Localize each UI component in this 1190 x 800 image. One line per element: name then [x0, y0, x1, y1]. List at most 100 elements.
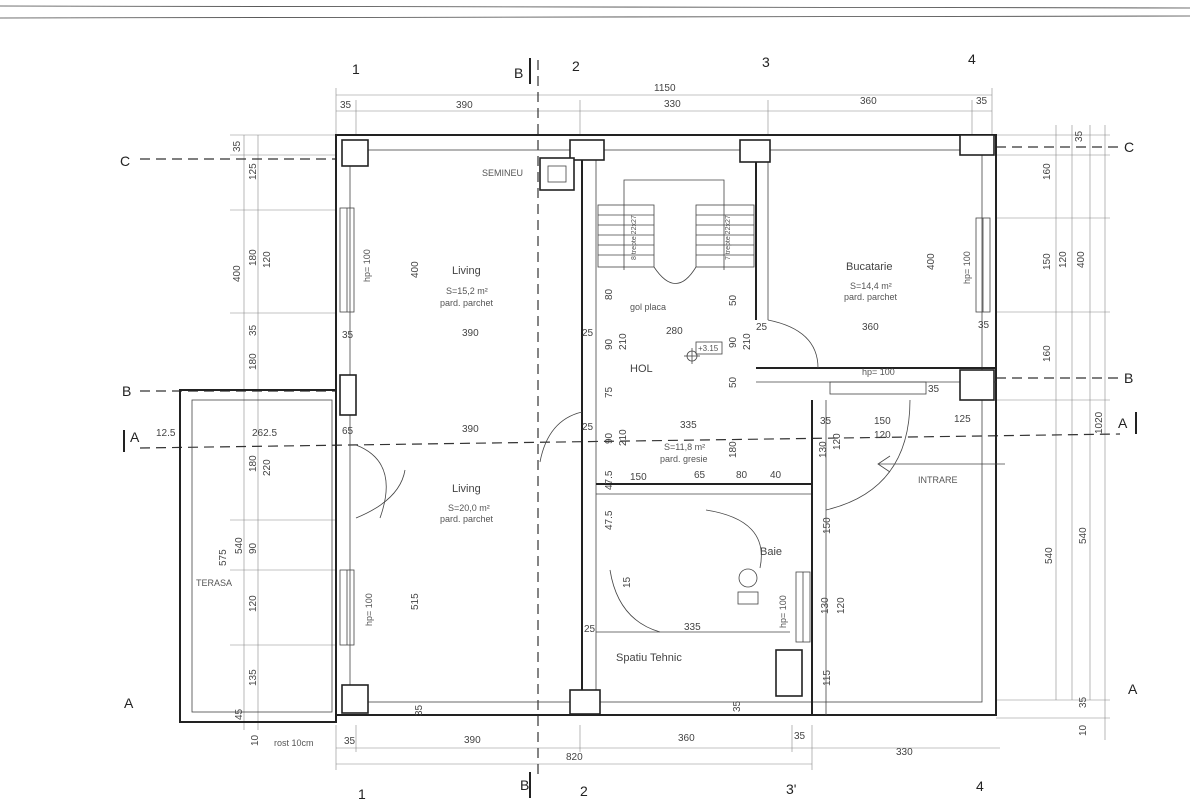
room-terasa: TERASA	[196, 578, 232, 588]
window-label-4: hp= 100	[778, 595, 788, 628]
axis-left-c: C	[120, 153, 130, 169]
window-label-5: hp= 100	[862, 367, 895, 377]
dim-living-top-w: 390	[462, 328, 479, 339]
dim-left-10: 65	[342, 426, 354, 437]
semineu-box	[539, 157, 575, 191]
dim-hol-80: 80	[604, 288, 615, 300]
room-hol-name: HOL	[630, 363, 653, 375]
dim-top-5: 35	[976, 96, 988, 107]
room-living-bottom-name: Living	[452, 483, 481, 495]
dim-top-4: 360	[860, 96, 877, 107]
dim-left-6: 35	[248, 324, 259, 336]
dim-hol-90b: 90	[728, 336, 739, 348]
dim-left-7: 180	[248, 353, 259, 370]
dim-living-top-h: 400	[410, 261, 421, 278]
dim-right-6: 160	[1042, 345, 1053, 362]
dim-left-3: 400	[232, 265, 243, 282]
dim-e-120: 120	[874, 430, 891, 441]
dim-hol-150: 150	[630, 472, 647, 483]
room-living-bottom-area: S=20,0 m²	[448, 503, 490, 513]
dim-right-8: 540	[1044, 547, 1055, 564]
windows	[339, 207, 991, 646]
axis-right-c: C	[1124, 139, 1134, 155]
dim-baie-35: 35	[732, 700, 743, 712]
dim-buc-25: 25	[756, 322, 768, 333]
label-semineu: SEMINEU	[482, 168, 523, 178]
dim-e-125: 125	[954, 414, 971, 425]
dim-left-1: 35	[232, 140, 243, 152]
room-bucatarie-floor: pard. parchet	[844, 292, 898, 302]
window-label-1: hp= 100	[362, 249, 372, 282]
columns	[339, 134, 995, 715]
dim-right-1: 35	[1074, 130, 1085, 142]
dim-left-15: 90	[248, 542, 259, 554]
dim-top-3: 330	[664, 99, 681, 110]
dim-stair-right: 7 trepte 22x27	[725, 215, 732, 260]
section-marker-icons	[123, 58, 1137, 798]
wc-icon	[738, 568, 758, 588]
dim-bottom-4: 35	[794, 731, 806, 742]
window-label-2: hp= 100	[364, 593, 374, 626]
axis-bottom-2: 2	[580, 783, 588, 799]
axis-left-a2: A	[124, 695, 134, 711]
dim-hol-40: 40	[770, 470, 782, 481]
dim-left-18: 45	[234, 708, 245, 720]
doors	[355, 319, 911, 633]
axis-bottom-1: 1	[358, 786, 366, 800]
dim-baie-115: 115	[822, 670, 833, 686]
label-rost: rost 10cm	[274, 738, 314, 748]
axis-top-1: 1	[352, 61, 360, 77]
dim-hol-80b: 80	[736, 470, 748, 481]
label-gol-placa: gol placa	[630, 302, 666, 312]
dim-e-35: 35	[820, 416, 832, 427]
dim-hol-47a: 47.5	[604, 470, 615, 490]
dim-l35a: 35	[342, 330, 354, 341]
dim-hol-180: 180	[728, 441, 739, 458]
dim-left-4: 180	[248, 249, 259, 266]
dim-bottom-2: 390	[464, 735, 481, 746]
dim-top-2: 390	[456, 100, 473, 111]
room-baie: Baie	[760, 546, 782, 558]
axis-top-4: 4	[968, 51, 976, 67]
dim-hol-75: 75	[604, 386, 615, 398]
room-hol-floor: pard. gresie	[660, 454, 708, 464]
dim-hol-15: 15	[622, 576, 633, 588]
dim-right-9: 540	[1078, 527, 1089, 544]
dim-left-12: 540	[234, 537, 245, 554]
level-marker-icon	[684, 341, 723, 364]
dim-left-11: 575	[218, 549, 229, 566]
axis-right-a2: A	[1128, 681, 1138, 697]
section-b-bottom: B	[520, 777, 529, 793]
dim-hol-210b: 210	[742, 333, 753, 350]
dim-living-bot-h: 515	[410, 593, 421, 610]
dim-hol-90c: 90	[604, 432, 615, 444]
dim-l25a: 25	[582, 328, 594, 339]
dim-right-2: 160	[1042, 163, 1053, 180]
axis-bottom-4: 4	[976, 778, 984, 794]
dim-st-35: 35	[414, 704, 425, 716]
room-spatiu-tehnic: Spatiu Tehnic	[616, 652, 682, 664]
dim-e-150: 150	[874, 416, 891, 427]
dim-hol-65: 65	[694, 470, 706, 481]
axis-left-a1: A	[130, 429, 140, 445]
dim-e-150b: 150	[822, 517, 833, 534]
dim-top-total: 1150	[654, 83, 676, 94]
label-level: +3.15	[698, 344, 719, 353]
dim-right-10: 35	[1078, 696, 1089, 708]
dim-left-2: 125	[248, 163, 259, 180]
dim-left-5: 120	[262, 251, 273, 268]
outer-walls	[335, 134, 997, 716]
dim-hol-50a: 50	[728, 294, 739, 306]
dim-e-120b: 120	[832, 433, 843, 450]
dim-bottom-3: 360	[678, 733, 695, 744]
window-label-3: hp= 100	[962, 251, 972, 284]
axis-bottom-3: 3'	[786, 781, 796, 797]
dim-e-130: 130	[818, 441, 829, 458]
dim-buc-35b: 35	[928, 384, 940, 395]
dim-hol-335: 335	[680, 420, 697, 431]
room-bucatarie-name: Bucatarie	[846, 261, 892, 273]
room-living-top-name: Living	[452, 265, 481, 277]
dim-baie-120: 120	[836, 597, 847, 614]
dim-hol-25: 25	[582, 422, 594, 433]
